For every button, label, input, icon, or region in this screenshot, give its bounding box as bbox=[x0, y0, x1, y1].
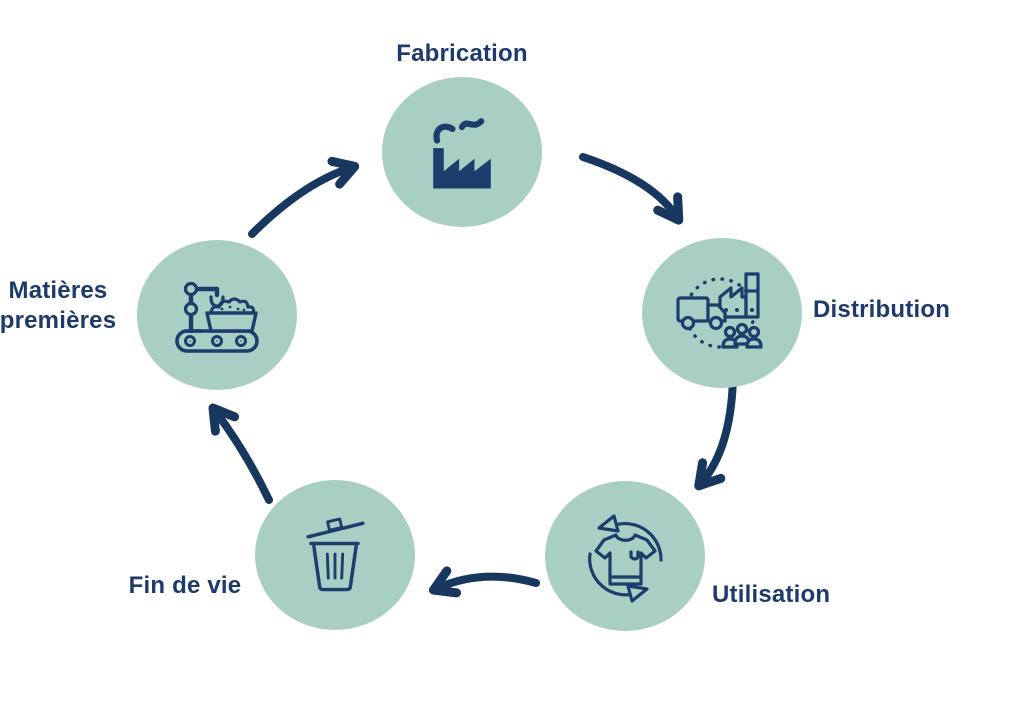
arrow-matieres-to-fabrication bbox=[248, 156, 360, 238]
arrow-fabrication-to-distribution bbox=[579, 153, 684, 225]
label-distribution: Distribution bbox=[813, 296, 951, 323]
arrow-utilisation-to-findevie bbox=[428, 566, 540, 598]
stage-distribution bbox=[642, 238, 802, 388]
stage-utilisation bbox=[545, 481, 705, 631]
label-matieres-line2: premières bbox=[0, 307, 117, 334]
trash-can-icon bbox=[306, 517, 365, 592]
label-fabrication: Fabrication bbox=[396, 40, 528, 67]
conveyor-robot-arm-icon bbox=[175, 281, 259, 353]
label-matieres-line1: Matières bbox=[8, 277, 108, 304]
factory-icon bbox=[433, 118, 491, 189]
truck-factory-people-icon bbox=[676, 272, 763, 349]
label-utilisation: Utilisation bbox=[712, 581, 831, 608]
arrow-findevie-to-matieres bbox=[208, 403, 273, 504]
tshirt-reuse-icon bbox=[588, 514, 663, 603]
stage-fin-de-vie bbox=[255, 480, 415, 630]
arrow-distribution-to-utilisation bbox=[694, 374, 737, 491]
label-matieres-premieres: Matières premières bbox=[0, 276, 188, 336]
stage-matieres-premieres bbox=[137, 240, 297, 390]
label-fin-de-vie: Fin de vie bbox=[128, 572, 242, 599]
stage-fabrication bbox=[382, 77, 542, 227]
